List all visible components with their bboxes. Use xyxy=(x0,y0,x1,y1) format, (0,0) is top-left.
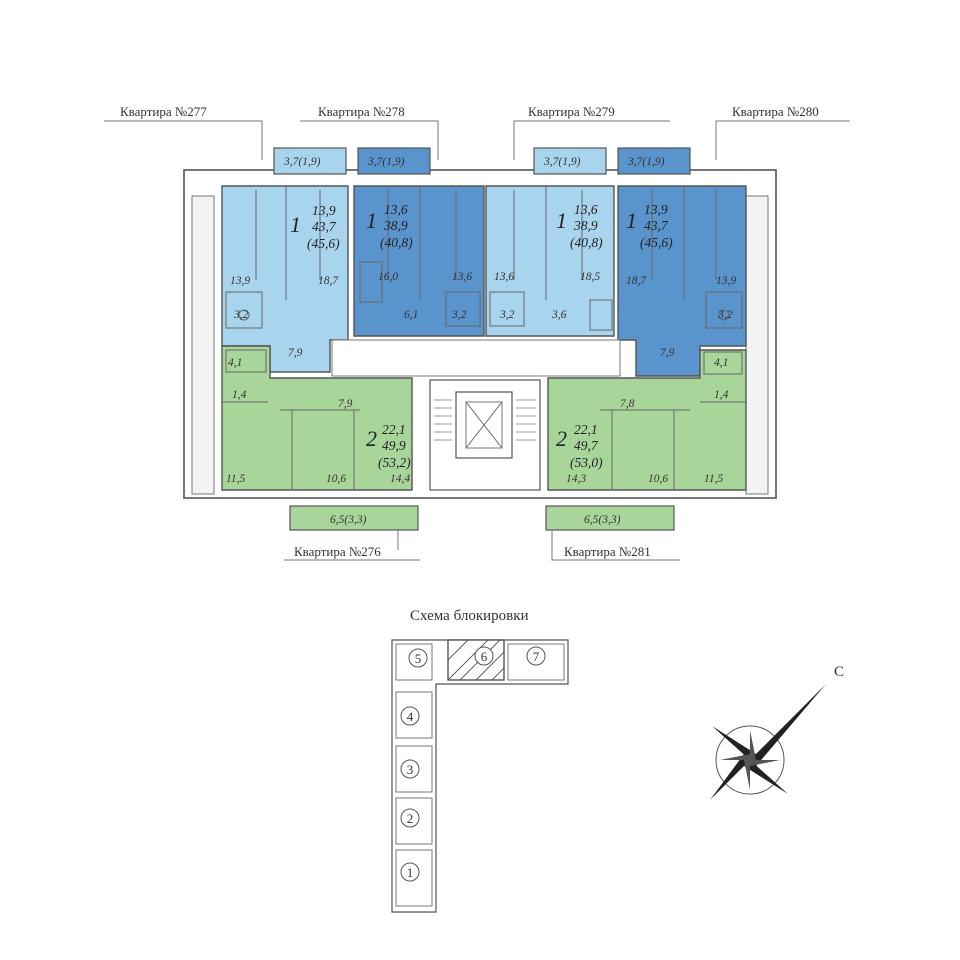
room-area-278-2: 6,1 xyxy=(404,309,418,321)
section-5: 5 xyxy=(415,651,422,666)
apartment-276[interactable] xyxy=(221,345,413,491)
apartment-278[interactable] xyxy=(353,185,485,337)
total-area-277: 43,7 xyxy=(312,219,337,234)
room-area-281-1: 1,4 xyxy=(714,389,729,401)
scheme-title: Схема блокировки xyxy=(410,608,529,624)
room-area-280-2: 3,2 xyxy=(717,309,733,321)
total-area-279: 38,9 xyxy=(573,218,598,233)
balcony-area-277: 3,7(1,9) xyxy=(283,156,321,168)
section-3: 3 xyxy=(407,762,414,777)
room-area-279-2: 3,2 xyxy=(499,309,515,321)
living-area-279: 13,6 xyxy=(574,202,598,217)
block-scheme xyxy=(391,639,569,913)
room-area-281-3: 14,3 xyxy=(566,473,586,485)
rooms-count-277: 1 xyxy=(290,212,301,237)
room-area-278-1: 13,6 xyxy=(452,271,472,283)
room-area-278-3: 3,2 xyxy=(451,309,467,321)
total-balcony-area-280: (45,6) xyxy=(640,235,673,250)
balcony-area-280: 3,7(1,9) xyxy=(627,156,665,168)
balcony-area-279: 3,7(1,9) xyxy=(543,156,581,168)
total-area-276: 49,9 xyxy=(382,438,406,453)
total-area-281: 49,7 xyxy=(574,438,599,453)
living-area-280: 13,9 xyxy=(644,202,668,217)
section-1: 1 xyxy=(407,865,414,880)
label-apartment-278: Квартира №278 xyxy=(318,104,405,119)
room-area-279-1: 18,5 xyxy=(580,271,600,283)
rooms-count-279: 1 xyxy=(556,208,567,233)
total-balcony-area-277: (45,6) xyxy=(307,236,340,251)
room-area-277-0: 13,9 xyxy=(230,275,250,287)
room-area-276-1: 1,4 xyxy=(232,389,247,401)
total-balcony-area-281: (53,0) xyxy=(570,455,603,470)
balconies-top xyxy=(273,147,691,175)
apartment-281[interactable] xyxy=(547,349,747,491)
room-area-281-0: 4,1 xyxy=(714,357,728,369)
rooms-count-276: 2 xyxy=(366,426,377,451)
label-apartment-277: Квартира №277 xyxy=(120,104,207,119)
room-area-279-0: 13,6 xyxy=(494,271,514,283)
room-area-276-2: 7,9 xyxy=(338,398,353,410)
compass-rose-icon xyxy=(710,684,826,800)
room-area-280-0: 18,7 xyxy=(626,275,647,287)
room-area-279-3: 3,6 xyxy=(551,309,567,321)
rooms-count-281: 2 xyxy=(556,426,567,451)
total-area-278: 38,9 xyxy=(383,218,408,233)
rooms-count-280: 1 xyxy=(626,208,637,233)
room-area-277-1: 18,7 xyxy=(318,275,339,287)
total-balcony-area-276: (53,2) xyxy=(378,455,411,470)
leader-lines xyxy=(104,120,850,561)
room-area-278-0: 16,0 xyxy=(378,271,398,283)
room-area-277-2: 3,2 xyxy=(233,309,249,321)
room-area-276-3: 11,5 xyxy=(226,473,246,485)
stair-core xyxy=(331,339,621,491)
living-area-276: 22,1 xyxy=(382,422,406,437)
compass-north-label: С xyxy=(834,664,844,680)
balcony-area-278: 3,7(1,9) xyxy=(367,156,405,168)
room-area-280-1: 13,9 xyxy=(716,275,736,287)
label-apartment-281: Квартира №281 xyxy=(564,544,651,559)
living-area-277: 13,9 xyxy=(312,203,336,218)
section-6: 6 xyxy=(481,649,488,664)
room-area-277-3: 7,9 xyxy=(288,347,303,359)
room-area-280-3: 7,9 xyxy=(660,347,675,359)
total-balcony-area-279: (40,8) xyxy=(570,235,603,250)
room-area-281-4: 10,6 xyxy=(648,473,668,485)
living-area-278: 13,6 xyxy=(384,202,408,217)
apartment-279[interactable] xyxy=(485,185,615,337)
room-area-281-2: 7,8 xyxy=(620,398,635,410)
total-balcony-area-278: (40,8) xyxy=(380,235,413,250)
label-apartment-279: Квартира №279 xyxy=(528,104,615,119)
section-4: 4 xyxy=(407,709,414,724)
room-area-276-0: 4,1 xyxy=(228,357,242,369)
section-2: 2 xyxy=(407,811,414,826)
room-area-276-5: 14,4 xyxy=(390,473,410,485)
label-apartment-280: Квартира №280 xyxy=(732,104,819,119)
total-area-280: 43,7 xyxy=(644,218,669,233)
label-apartment-276: Квартира №276 xyxy=(294,544,381,559)
balcony-area-281: 6,5(3,3) xyxy=(584,514,621,526)
living-area-281: 22,1 xyxy=(574,422,598,437)
room-area-281-5: 11,5 xyxy=(704,473,724,485)
balconies-bottom xyxy=(289,505,675,531)
section-7: 7 xyxy=(533,649,540,664)
rooms-count-278: 1 xyxy=(366,208,377,233)
room-area-276-4: 10,6 xyxy=(326,473,346,485)
balcony-area-276: 6,5(3,3) xyxy=(330,514,367,526)
